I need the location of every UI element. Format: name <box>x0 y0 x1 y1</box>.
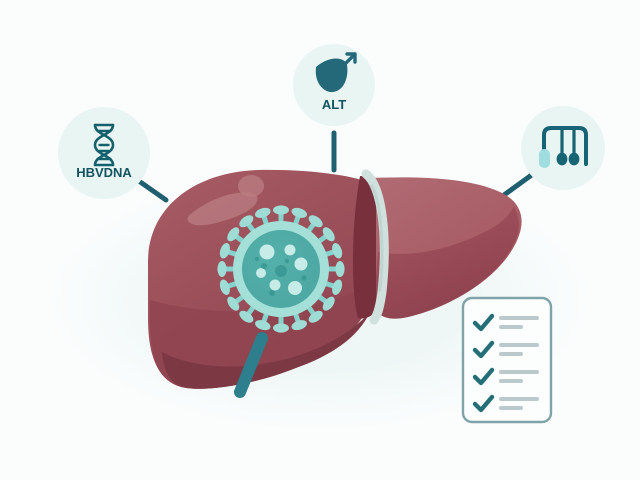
virus-spike-cap <box>273 323 289 333</box>
cradle-frame <box>542 126 588 166</box>
cradle-ball-1 <box>556 152 568 166</box>
virus-nucleocapsid-dot <box>294 257 308 271</box>
checklist-line-long <box>499 397 539 401</box>
checklist-row[interactable] <box>472 340 539 359</box>
dna-helix-icon <box>93 123 115 167</box>
virus-nucleocapsid-dot <box>301 275 307 281</box>
virus-nucleocapsid-dot <box>269 290 275 296</box>
virus-spike-cap <box>335 261 345 277</box>
connector-lab <box>501 171 536 198</box>
checklist-line-long <box>499 316 539 320</box>
virus-spike-cap <box>219 243 230 259</box>
connector-hbvdna <box>133 176 169 203</box>
checklist-line-short <box>499 379 523 383</box>
virus-nucleocapsid-dot <box>256 268 266 278</box>
liver-highlight-dot <box>238 175 264 197</box>
virus-spike-cap <box>239 215 254 228</box>
liver-up-arrow-icon <box>315 52 357 93</box>
checklist-check-icon <box>472 313 495 332</box>
arrow-head <box>345 52 357 64</box>
liver-lobe-gap <box>353 176 376 319</box>
virus-spike-cap <box>322 296 335 311</box>
cradle-sample-tube <box>539 149 550 168</box>
checklist-check-icon <box>472 367 495 386</box>
badge-hbvdna[interactable]: HBVDNA <box>58 107 150 199</box>
virus-nucleocapsid-dot <box>288 281 302 295</box>
arrow-shaft <box>341 53 356 68</box>
virus-spike-cap <box>255 207 271 218</box>
virus-nucleocapsid-dot <box>259 244 275 260</box>
virus-spike-cap <box>308 310 323 323</box>
virus-spike-cap <box>322 227 335 242</box>
virus-nucleocapsid-dot <box>284 258 290 264</box>
liver-ligament-band <box>361 169 389 325</box>
checklist-row[interactable] <box>472 394 539 413</box>
liver-left-lobe-edge <box>162 312 370 389</box>
badge-lab-test[interactable] <box>521 106 605 190</box>
virus-spike-cap <box>227 296 240 311</box>
virus-spike-cap <box>239 310 254 323</box>
virus-nucleocapsid-dot <box>275 265 287 277</box>
badge-alt[interactable]: ALT <box>293 44 375 126</box>
virus-spike-cap <box>219 279 230 295</box>
virus-spike-cap <box>217 261 227 277</box>
badge-label-hbvdna: HBVDNA <box>76 165 132 180</box>
virus-nucleocapsid-dot <box>254 256 260 262</box>
checklist-line-short <box>499 325 523 329</box>
checklist-check-icon <box>472 340 495 359</box>
cradle-ball-2 <box>568 152 580 166</box>
virus-spike-cap <box>291 207 307 218</box>
virus-spike-cap <box>291 320 307 331</box>
hbv-virus-particle <box>217 205 345 333</box>
liver-right-lobe-shading <box>374 206 519 319</box>
virus-nucleocapsid-dot <box>269 279 281 291</box>
checklist-card <box>461 296 553 424</box>
connector-lines <box>133 130 536 203</box>
liver-ligament-shadow <box>370 184 384 292</box>
virus-nucleocapsid-dot <box>261 263 267 269</box>
newtons-cradle-icon <box>539 126 588 168</box>
virus-spike-cap <box>332 279 343 295</box>
results-checklist-card[interactable] <box>461 296 553 424</box>
virus-spike-cap <box>255 320 271 331</box>
virus-nucleocapsid-dot <box>284 244 296 256</box>
virus-spike-cap <box>273 205 289 215</box>
badge-circle-hbvdna <box>58 107 150 199</box>
virus-spike-cap <box>308 215 323 228</box>
checklist-row[interactable] <box>472 313 539 332</box>
liver-bile-duct <box>234 332 268 398</box>
virus-spike-cap <box>227 227 240 242</box>
checklist-line-long <box>499 370 539 374</box>
checklist-line-long <box>499 343 539 347</box>
checklist-line-short <box>499 406 523 410</box>
virus-spike-cap <box>332 243 343 259</box>
liver-shape <box>315 58 348 93</box>
checklist-row[interactable] <box>472 367 539 386</box>
liver-highlight-streak <box>187 192 258 226</box>
checklist-line-short <box>499 352 523 356</box>
badge-label-alt: ALT <box>322 97 346 112</box>
checklist-check-icon <box>472 394 495 413</box>
